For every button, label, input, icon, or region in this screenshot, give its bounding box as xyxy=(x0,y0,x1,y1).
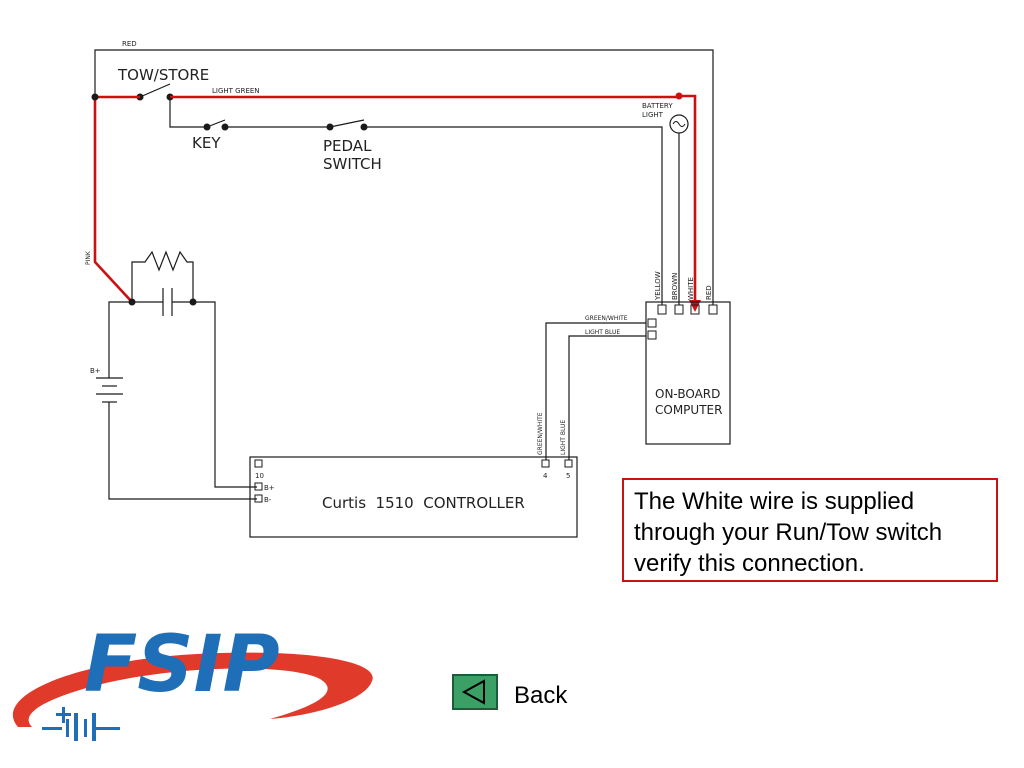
label-pedal: PEDAL xyxy=(323,137,372,155)
label-switch: SWITCH xyxy=(323,155,382,173)
label-battery-light-2: LIGHT xyxy=(642,111,664,119)
label-red-top: RED xyxy=(122,40,137,48)
resistor-icon xyxy=(131,250,194,302)
battery-light-icon xyxy=(669,114,689,305)
note-box: The White wire is supplied through your … xyxy=(622,478,998,582)
controller-label: Curtis 1510 CONTROLLER xyxy=(322,494,525,512)
label-light-green: LIGHT GREEN xyxy=(212,87,260,95)
logo-text: FSIP xyxy=(84,620,280,710)
on-board-computer-box xyxy=(645,301,731,445)
red-top-wire xyxy=(94,49,714,305)
junction-dot xyxy=(91,93,99,101)
light-green-wire-highlight xyxy=(93,94,701,312)
logo-swoosh xyxy=(12,652,373,727)
note-text: The White wire is supplied through your … xyxy=(634,488,943,577)
pin-b-plus: B+ xyxy=(264,484,275,492)
pin-b-minus: B- xyxy=(264,496,272,504)
pin-10: 10 xyxy=(255,472,264,480)
label-pink: PINK xyxy=(85,250,92,265)
back-label[interactable]: Back xyxy=(514,682,568,709)
label-light-blue-h: LIGHT BLUE xyxy=(585,329,620,336)
label-battery-light-1: BATTERY xyxy=(642,102,673,110)
label-light-blue-v: LIGHT BLUE xyxy=(560,420,567,455)
back-button[interactable] xyxy=(452,674,498,710)
obc-label-1: ON-BOARD xyxy=(655,387,720,401)
label-yellow: YELLOW xyxy=(654,271,662,301)
capacitor-icon xyxy=(128,288,197,316)
controller-box xyxy=(249,456,578,538)
battery-icon xyxy=(96,301,257,500)
tow-store-switch xyxy=(136,83,174,101)
pin-4: 4 xyxy=(543,472,548,480)
battery-symbol-icon xyxy=(42,707,120,741)
label-white: WHITE xyxy=(687,277,695,300)
back-arrow-icon xyxy=(461,679,485,705)
key-pedal-wire xyxy=(169,97,663,305)
pin-5: 5 xyxy=(566,472,570,480)
label-red: RED xyxy=(705,285,713,300)
label-brown: BROWN xyxy=(671,273,679,300)
controller-obc-wires xyxy=(545,322,646,460)
label-battery-plus: B+ xyxy=(90,367,101,375)
obc-label-2: COMPUTER xyxy=(655,403,722,417)
label-green-white-v: GREEN/WHITE xyxy=(537,412,544,455)
label-green-white-h: GREEN/WHITE xyxy=(585,315,628,322)
b-plus-wire xyxy=(193,301,257,488)
label-tow-store: TOW/STORE xyxy=(117,66,209,84)
label-key: KEY xyxy=(192,134,221,152)
junction-dot xyxy=(675,92,683,100)
fsip-logo: FSIP xyxy=(0,615,380,755)
